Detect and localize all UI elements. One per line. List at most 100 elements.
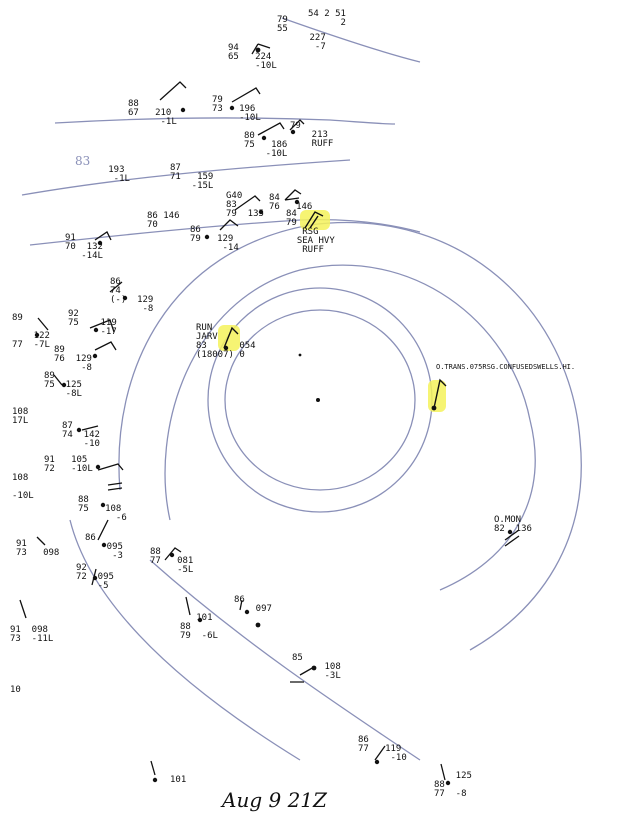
station-value: 79 129: [190, 234, 234, 244]
station-value: RSG: [286, 227, 319, 237]
station-value: 77 -8: [434, 789, 467, 799]
isobar-spiral: [69, 519, 301, 761]
station-value: 86: [358, 735, 369, 745]
wind-barb: [257, 122, 285, 136]
station-value: 74 142: [62, 430, 100, 440]
station-value: 10: [10, 685, 21, 695]
station-plot: 10: [10, 686, 21, 695]
station-value: -14: [190, 243, 239, 253]
station-value: (-) 129: [110, 295, 154, 305]
station-value: 86: [234, 595, 245, 605]
station-value: 095: [85, 542, 123, 552]
station-value: 72 095: [76, 572, 114, 582]
station-value: 54 2 51: [308, 9, 346, 19]
station-plot: 85 108 -3L: [292, 654, 341, 681]
station-value: 79 135: [226, 209, 264, 219]
wind-barb: [440, 763, 446, 781]
storm-center: [298, 353, 320, 402]
station-value: 83: [226, 200, 237, 210]
wind-barb: [504, 529, 520, 547]
station-value: 86 146: [147, 211, 180, 221]
wind-barb: [94, 231, 112, 241]
station-value: 88: [150, 547, 161, 557]
station-value: -17: [68, 327, 117, 337]
wind-barb: [289, 119, 305, 131]
wind-barb: [89, 319, 115, 333]
station-value: -1L: [128, 117, 177, 127]
station-value: 89: [12, 313, 23, 323]
station-value: -3L: [292, 671, 341, 681]
station-value: 74: [110, 286, 121, 296]
station-value: 82 136: [494, 524, 532, 534]
isobar-line: [281, 17, 421, 63]
station-value: 83 054: [196, 341, 256, 351]
wind-barb: [234, 195, 261, 211]
wind-barb: [251, 43, 271, 55]
station-value: 75 125: [44, 380, 82, 390]
station-value: -1L: [92, 174, 130, 184]
station-value: 86: [85, 533, 96, 543]
station-value: 88: [180, 622, 191, 632]
station-value: 88: [128, 99, 139, 109]
station-value: 77 119: [358, 744, 402, 754]
station-value: 80: [244, 131, 255, 141]
station-plot: 193 -1L: [92, 166, 130, 184]
wind-barb: [304, 211, 324, 229]
wind-barb: [109, 281, 123, 293]
wind-barb: [97, 463, 124, 471]
wind-barb: [433, 378, 447, 409]
station-value: 101: [180, 613, 213, 623]
station-plot: 86 095 -3: [85, 534, 123, 561]
station-value: 76 146: [269, 202, 313, 212]
isobar-label: 83: [75, 154, 90, 168]
station-value: 75 108: [78, 504, 122, 514]
station-value: 91: [16, 539, 27, 549]
station-value: -10L: [12, 491, 34, 501]
station-value: 17L: [12, 416, 29, 426]
station-value: 89: [44, 371, 55, 381]
wind-barb: [185, 596, 191, 616]
station-value: -5L: [150, 565, 194, 575]
station-value: 87: [170, 163, 181, 173]
station-value: CONFUSED: [499, 363, 533, 371]
highlight-mark: [218, 325, 240, 351]
station-value: 86: [110, 277, 121, 287]
station-value: 73 -11L: [10, 634, 54, 644]
wind-barb: [94, 341, 117, 351]
station-value: 73 098: [16, 548, 60, 558]
wind-barb: [374, 745, 386, 761]
station-value: 108: [12, 407, 29, 417]
wind-barb: [239, 599, 243, 611]
station-value: 72 -10L: [44, 464, 93, 474]
station-plot: 79 213 RUFF: [290, 122, 333, 149]
wind-barb: [36, 536, 46, 546]
station-value: JARV: [196, 332, 218, 342]
station-value: 91: [65, 233, 76, 243]
wind-barb: [107, 482, 123, 491]
station-value: 65 224: [228, 52, 272, 62]
station-plot: 101: [170, 776, 186, 785]
station-value: 84: [286, 209, 297, 219]
station-value: RUFF: [286, 245, 324, 255]
wind-barb: [231, 87, 261, 103]
station-value: 76 129: [54, 354, 92, 364]
station-value: 125: [434, 771, 472, 781]
station-value: SEA HVY: [286, 236, 335, 246]
station-value: 70: [147, 220, 158, 230]
wind-barb: [53, 374, 63, 386]
